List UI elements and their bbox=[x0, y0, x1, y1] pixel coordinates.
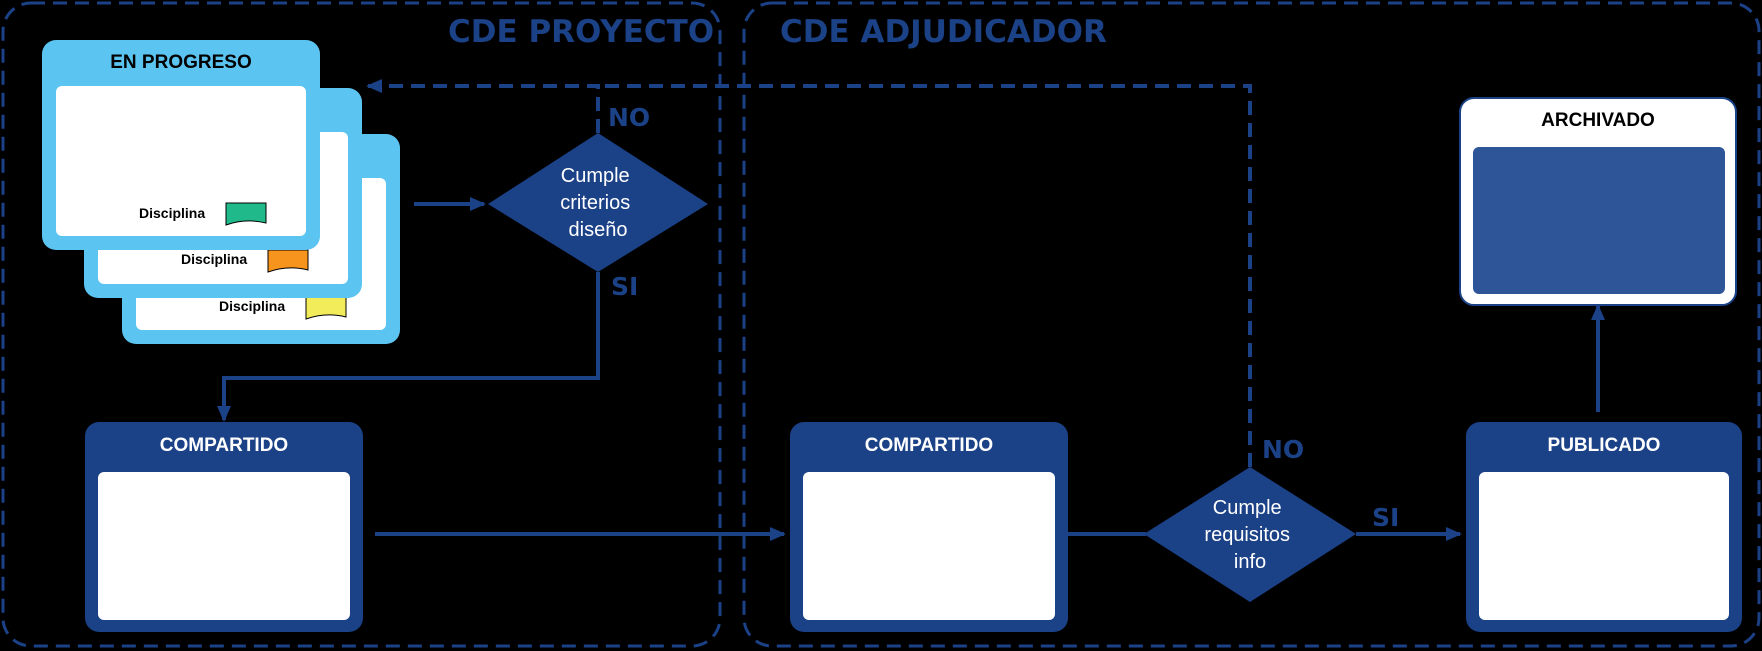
decision-design-line3: diseño bbox=[569, 219, 628, 241]
discipline-flag-yellow bbox=[305, 296, 347, 320]
state-compartido-adjudicador: COMPARTIDO bbox=[790, 422, 1068, 632]
discipline-flag-green bbox=[225, 202, 267, 226]
branch-label-info-si: SI bbox=[1372, 503, 1399, 532]
region-cde-adjudicador bbox=[742, 1, 1761, 648]
discipline-label-yellow: Disciplina bbox=[219, 298, 285, 314]
dashed-no-path-info bbox=[598, 84, 1252, 467]
state-title-publicado: PUBLICADO bbox=[1548, 435, 1661, 456]
decision-info-text: Cumple requisitos info bbox=[1204, 497, 1295, 573]
state-title-compartido-adjudicador: COMPARTIDO bbox=[865, 435, 993, 456]
decision-info-diamond bbox=[1144, 467, 1356, 602]
branch-label-design-no: NO bbox=[608, 103, 650, 132]
decision-design-line2: criterios bbox=[560, 192, 630, 214]
discipline-flag-orange bbox=[267, 249, 309, 273]
branch-label-design-si: SI bbox=[611, 272, 638, 301]
region-title-adjudicador: CDE ADJUDICADOR bbox=[780, 14, 1107, 50]
discipline-card-green: EN PROGRESO Disciplina bbox=[42, 40, 320, 250]
decision-info-line2: requisitos bbox=[1204, 524, 1290, 546]
decision-design-text: Cumple criterios diseño bbox=[560, 165, 636, 241]
si-path-design bbox=[217, 272, 600, 422]
state-publicado: PUBLICADO bbox=[1466, 422, 1742, 632]
region-title-proyecto: CDE PROYECTO bbox=[448, 14, 714, 50]
state-title-compartido-proyecto: COMPARTIDO bbox=[160, 435, 288, 456]
decision-info-line3: info bbox=[1234, 551, 1266, 573]
decision-design-diamond bbox=[488, 133, 708, 272]
branch-label-info-no: NO bbox=[1262, 435, 1304, 464]
discipline-label-orange: Disciplina bbox=[181, 251, 247, 267]
decision-design-line1: Cumple bbox=[561, 165, 630, 187]
state-compartido-proyecto: COMPARTIDO bbox=[85, 422, 363, 632]
region-cde-proyecto bbox=[1, 1, 722, 648]
discipline-label-green: Disciplina bbox=[139, 205, 205, 221]
state-title-archivado: ARCHIVADO bbox=[1541, 110, 1655, 131]
state-title-en-progreso: EN PROGRESO bbox=[110, 52, 251, 73]
state-archivado: ARCHIVADO bbox=[1459, 97, 1737, 306]
decision-info-line1: Cumple bbox=[1213, 497, 1282, 519]
dashed-no-path-design bbox=[366, 79, 600, 133]
